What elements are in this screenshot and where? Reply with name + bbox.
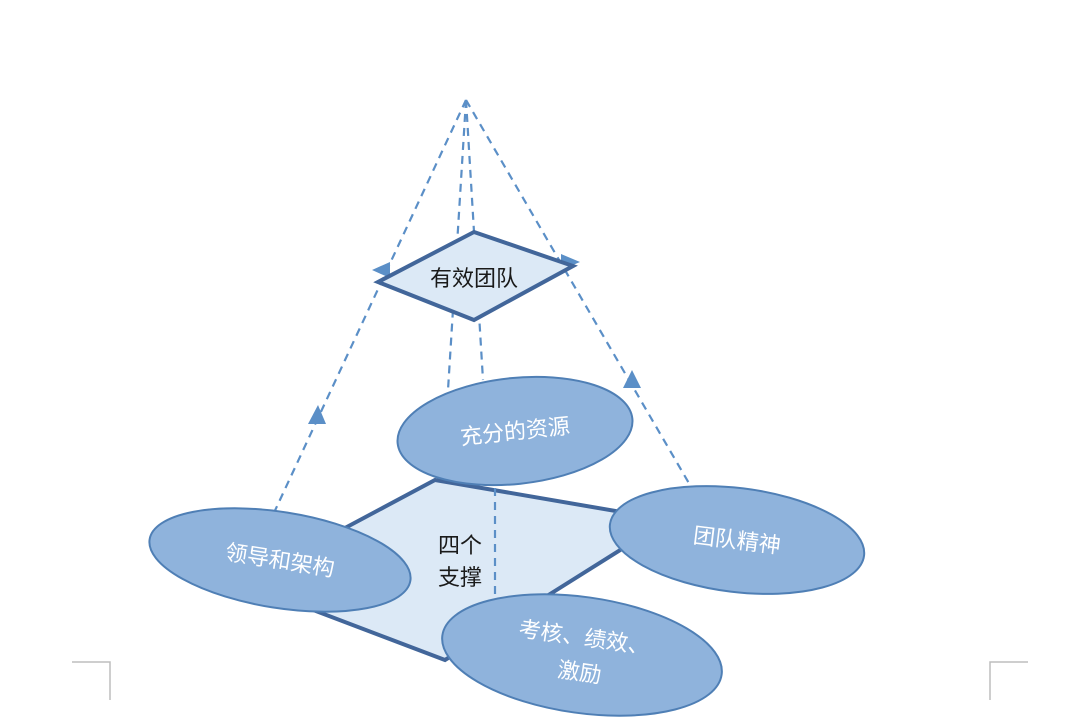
pillar-resources-ellipse xyxy=(396,375,634,487)
corner-mark-left xyxy=(72,661,111,700)
apex-diamond xyxy=(373,229,578,323)
dash-line-left xyxy=(271,99,467,518)
center-label-line2: 支撑 xyxy=(438,566,482,591)
dash-line-right xyxy=(465,99,691,486)
page-corner-marks xyxy=(72,661,1028,700)
pillar-spirit-ellipse xyxy=(608,485,866,595)
arrow-up-right-icon xyxy=(623,370,641,388)
apex-label: 有效团队 xyxy=(430,267,518,292)
center-label-line1: 四个 xyxy=(438,534,482,559)
arrow-left-icon xyxy=(372,262,390,278)
pillar-leadership-ellipse xyxy=(148,507,412,613)
arrow-up-left-icon xyxy=(308,405,326,424)
pillar-assessment-ellipse xyxy=(441,593,723,717)
corner-mark-right xyxy=(989,661,1028,700)
pillar-assessment-label-line2: 激励 xyxy=(556,658,603,689)
